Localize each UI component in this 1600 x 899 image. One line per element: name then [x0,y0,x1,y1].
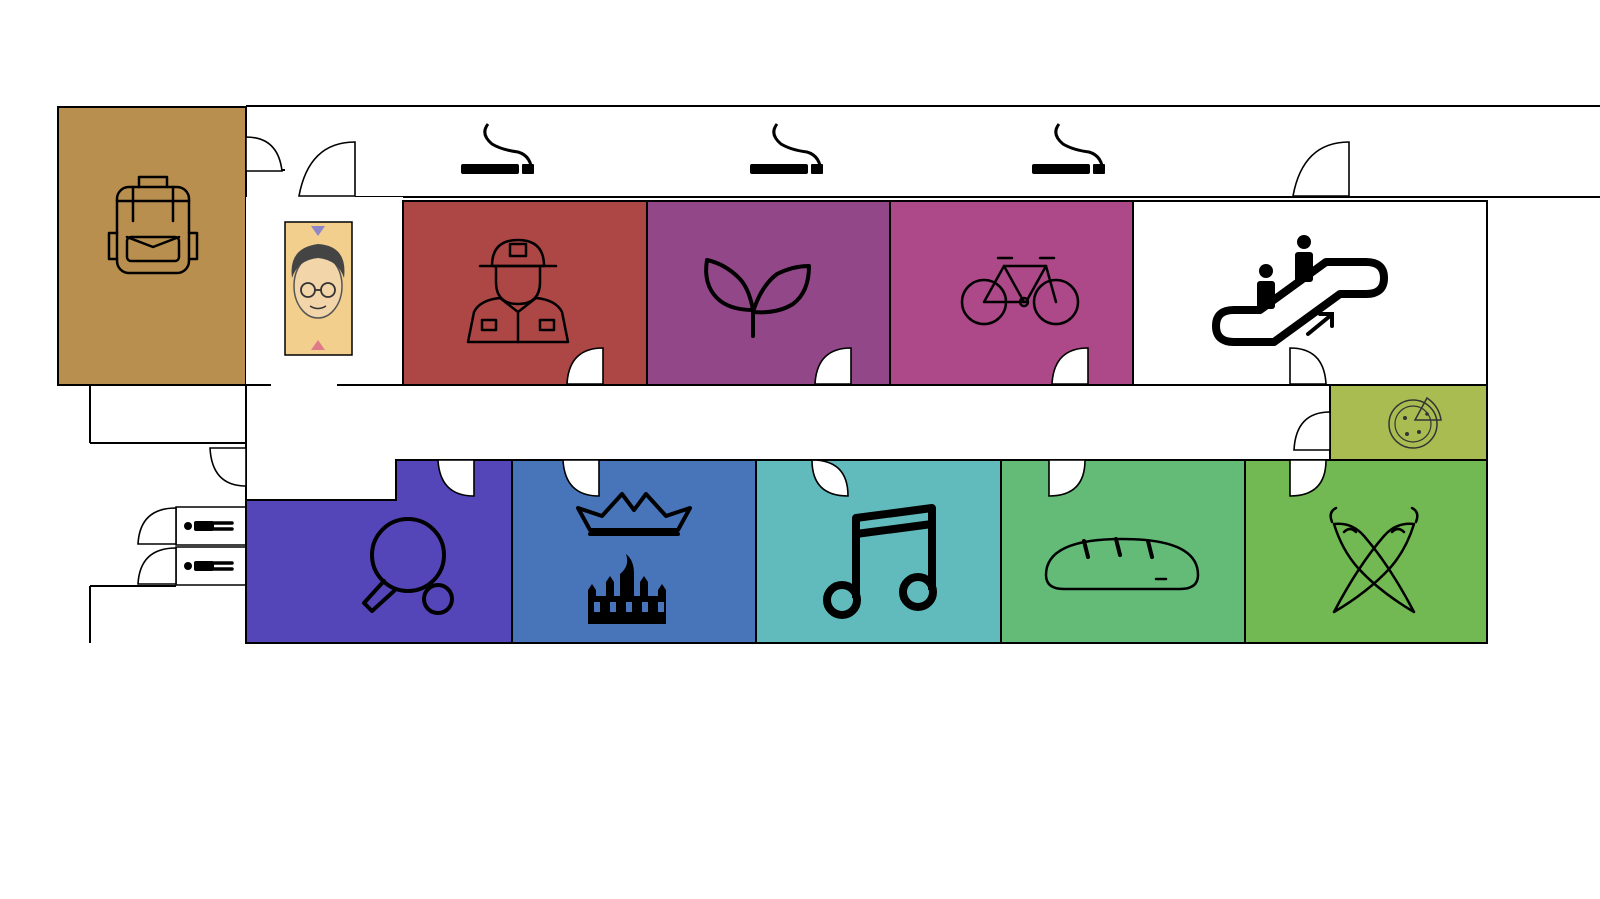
firefighter-icon [466,238,570,344]
door[interactable] [209,447,247,487]
crown-palace-icon [576,492,692,624]
door[interactable] [1292,141,1350,197]
escalator-icon [1212,235,1388,346]
door[interactable] [137,547,177,585]
restroom-upper[interactable] [175,506,247,546]
room-bread[interactable] [1000,459,1246,644]
person-portrait-icon [291,226,345,350]
door[interactable] [1289,347,1327,385]
restroom-lower[interactable] [175,546,247,586]
door[interactable] [566,347,604,385]
backpack-icon [107,175,199,275]
door[interactable] [814,347,852,385]
cigarette-icon [750,123,823,175]
door[interactable] [245,136,283,172]
door[interactable] [1293,411,1331,451]
cigarette-icon [1032,123,1105,175]
doors [137,136,1350,585]
bread-icon [1044,537,1200,591]
room-palace[interactable] [511,459,757,644]
door[interactable] [1051,347,1089,385]
door[interactable] [437,459,475,497]
door[interactable] [1289,459,1327,497]
table-tennis-icon [362,517,454,615]
door[interactable] [562,459,600,497]
door[interactable] [137,507,177,545]
restroom-icon [184,521,234,531]
room-chili[interactable] [1244,459,1488,644]
door[interactable] [298,141,356,197]
door[interactable] [811,459,849,497]
bicycle-icon [960,256,1080,326]
sprout-icon [704,258,811,338]
chili-peppers-icon [1329,506,1419,614]
room-music[interactable] [755,459,1002,644]
smoking-areas [461,123,1105,175]
room-firefighter[interactable] [402,200,648,386]
music-note-icon [823,504,937,619]
door[interactable] [1048,459,1086,497]
restrooms [175,506,247,586]
restroom-icon [184,561,234,571]
room-plant[interactable] [646,200,891,386]
room-backpack[interactable] [57,106,247,386]
cigarette-icon [461,123,534,175]
room-pizza[interactable] [1329,384,1488,461]
room-elevator[interactable] [246,197,403,385]
pizza-icon [1388,396,1442,449]
room-bicycle[interactable] [889,200,1134,386]
